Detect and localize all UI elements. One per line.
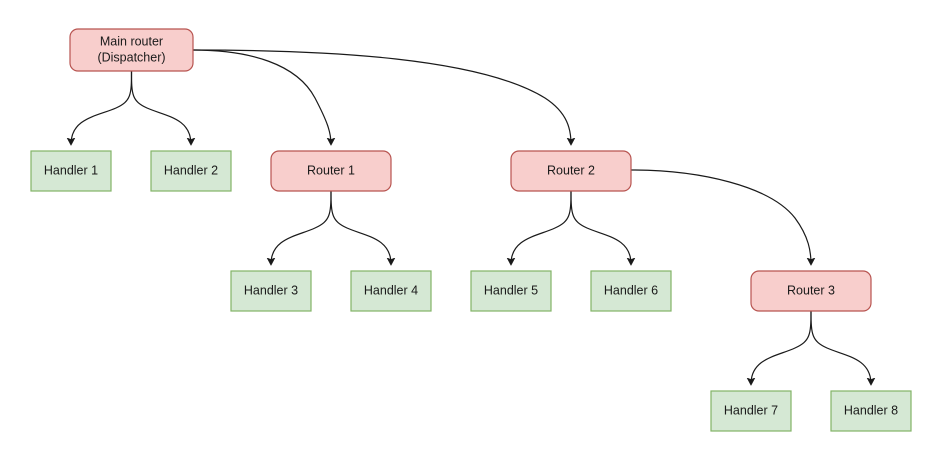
node-box-handler-3[interactable] [230,270,312,312]
edge-router-2-to-handler-6 [570,190,631,264]
node-handler-4[interactable]: Handler 4 [350,270,432,312]
node-main-router[interactable]: Main router(Dispatcher) [69,28,194,72]
node-router-3[interactable]: Router 3 [750,270,872,312]
edges-layer [71,49,871,384]
nodes-layer: Main router(Dispatcher) Handler 1 Handler … [30,28,912,432]
edge-router-2-to-handler-5 [511,190,572,264]
node-handler-8[interactable]: Handler 8 [830,390,912,432]
node-box-handler-6[interactable] [590,270,672,312]
node-box-main-router[interactable] [69,28,194,72]
edge-main-router-to-handler-2 [130,70,192,144]
node-box-handler-5[interactable] [470,270,552,312]
node-handler-2[interactable]: Handler 2 [150,150,232,192]
edge-main-router-to-router-1 [192,49,331,144]
node-box-handler-2[interactable] [150,150,232,192]
edge-router-1-to-handler-4 [330,190,391,264]
node-handler-7[interactable]: Handler 7 [710,390,792,432]
edge-router-2-to-router-3 [630,169,811,264]
node-box-router-3[interactable] [750,270,872,312]
edge-router-3-to-handler-8 [810,310,871,384]
node-box-handler-7[interactable] [710,390,792,432]
node-handler-6[interactable]: Handler 6 [590,270,672,312]
node-handler-3[interactable]: Handler 3 [230,270,312,312]
node-router-1[interactable]: Router 1 [270,150,392,192]
node-box-handler-8[interactable] [830,390,912,432]
node-handler-5[interactable]: Handler 5 [470,270,552,312]
node-box-router-1[interactable] [270,150,392,192]
edge-main-router-to-handler-1 [71,70,133,144]
node-box-router-2[interactable] [510,150,632,192]
edge-router-3-to-handler-7 [751,310,812,384]
node-box-handler-1[interactable] [30,150,112,192]
node-handler-1[interactable]: Handler 1 [30,150,112,192]
node-router-2[interactable]: Router 2 [510,150,632,192]
edge-main-router-to-router-2 [192,49,571,144]
edge-router-1-to-handler-3 [271,190,332,264]
node-box-handler-4[interactable] [350,270,432,312]
